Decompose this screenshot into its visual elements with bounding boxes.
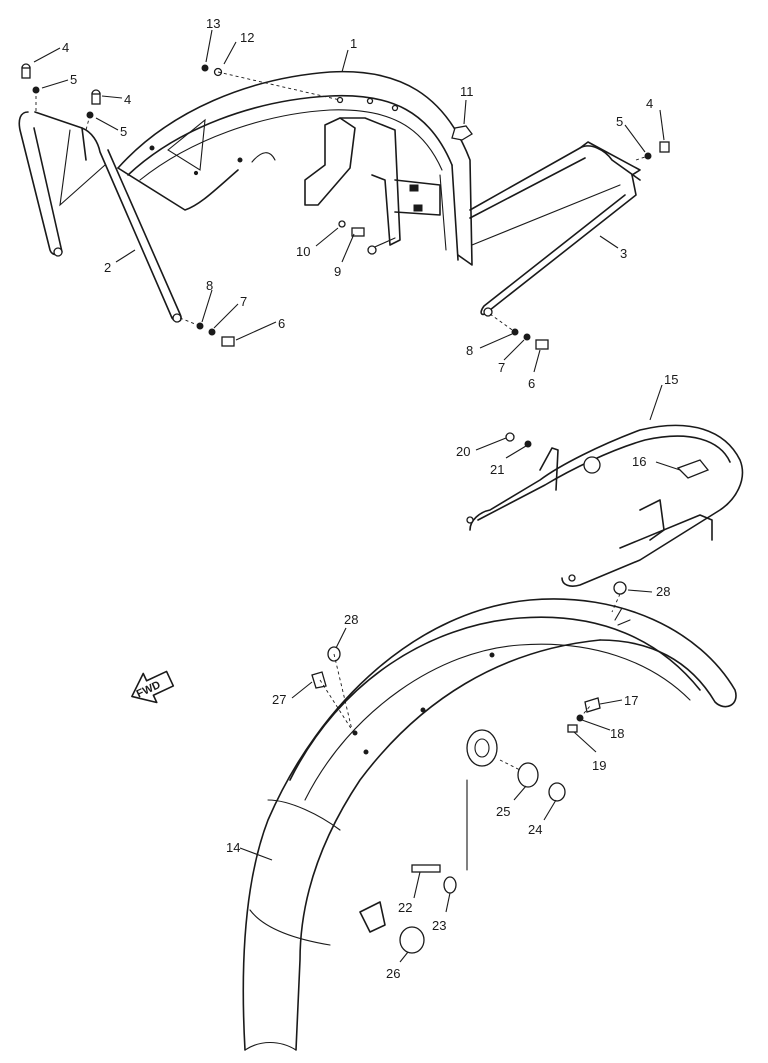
rear-fender — [242, 598, 737, 1051]
callout-4a: 4 — [62, 40, 69, 55]
callout-28a: 28 — [344, 612, 358, 627]
callout-13: 13 — [206, 16, 220, 31]
callout-5c: 5 — [616, 114, 623, 129]
callout-5b: 5 — [120, 124, 127, 139]
callout-27: 27 — [272, 692, 286, 707]
callout-8b: 8 — [466, 343, 473, 358]
callout-19: 19 — [592, 758, 606, 773]
callout-16: 16 — [632, 454, 646, 469]
callout-3: 3 — [620, 246, 627, 261]
callout-17: 17 — [624, 693, 638, 708]
left-fender-stay — [18, 111, 182, 323]
callout-9: 9 — [334, 264, 341, 279]
callout-14: 14 — [226, 840, 240, 855]
callout-11: 11 — [460, 84, 474, 99]
callout-8a: 8 — [206, 278, 213, 293]
callout-28b: 28 — [656, 584, 670, 599]
callout-12: 12 — [240, 30, 254, 45]
callout-26: 26 — [386, 966, 400, 981]
callout-18: 18 — [610, 726, 624, 741]
rear-hardware — [311, 581, 627, 954]
grab-bar — [466, 424, 744, 587]
callout-20: 20 — [456, 444, 470, 459]
callout-7b: 7 — [498, 360, 505, 375]
callout-22: 22 — [398, 900, 412, 915]
callout-4b: 4 — [124, 92, 131, 107]
callout-7a: 7 — [240, 294, 247, 309]
callout-4c: 4 — [646, 96, 653, 111]
callout-10: 10 — [296, 244, 310, 259]
callout-23: 23 — [432, 918, 446, 933]
callout-15: 15 — [664, 372, 678, 387]
callout-6b: 6 — [528, 376, 535, 391]
callout-25: 25 — [496, 804, 510, 819]
callout-leaders — [33, 29, 681, 963]
front-hardware — [21, 63, 670, 350]
callout-2: 2 — [104, 260, 111, 275]
callout-5a: 5 — [70, 72, 77, 87]
callout-21: 21 — [490, 462, 504, 477]
callout-24: 24 — [528, 822, 542, 837]
fwd-arrow: FWD — [131, 670, 175, 704]
front-fender — [117, 70, 473, 266]
right-fender-stay — [469, 141, 641, 317]
callout-labels: 4 5 4 5 13 12 1 11 4 5 2 3 10 9 8 7 6 8 … — [62, 16, 678, 981]
callout-6a: 6 — [278, 316, 285, 331]
callout-1: 1 — [350, 36, 357, 51]
